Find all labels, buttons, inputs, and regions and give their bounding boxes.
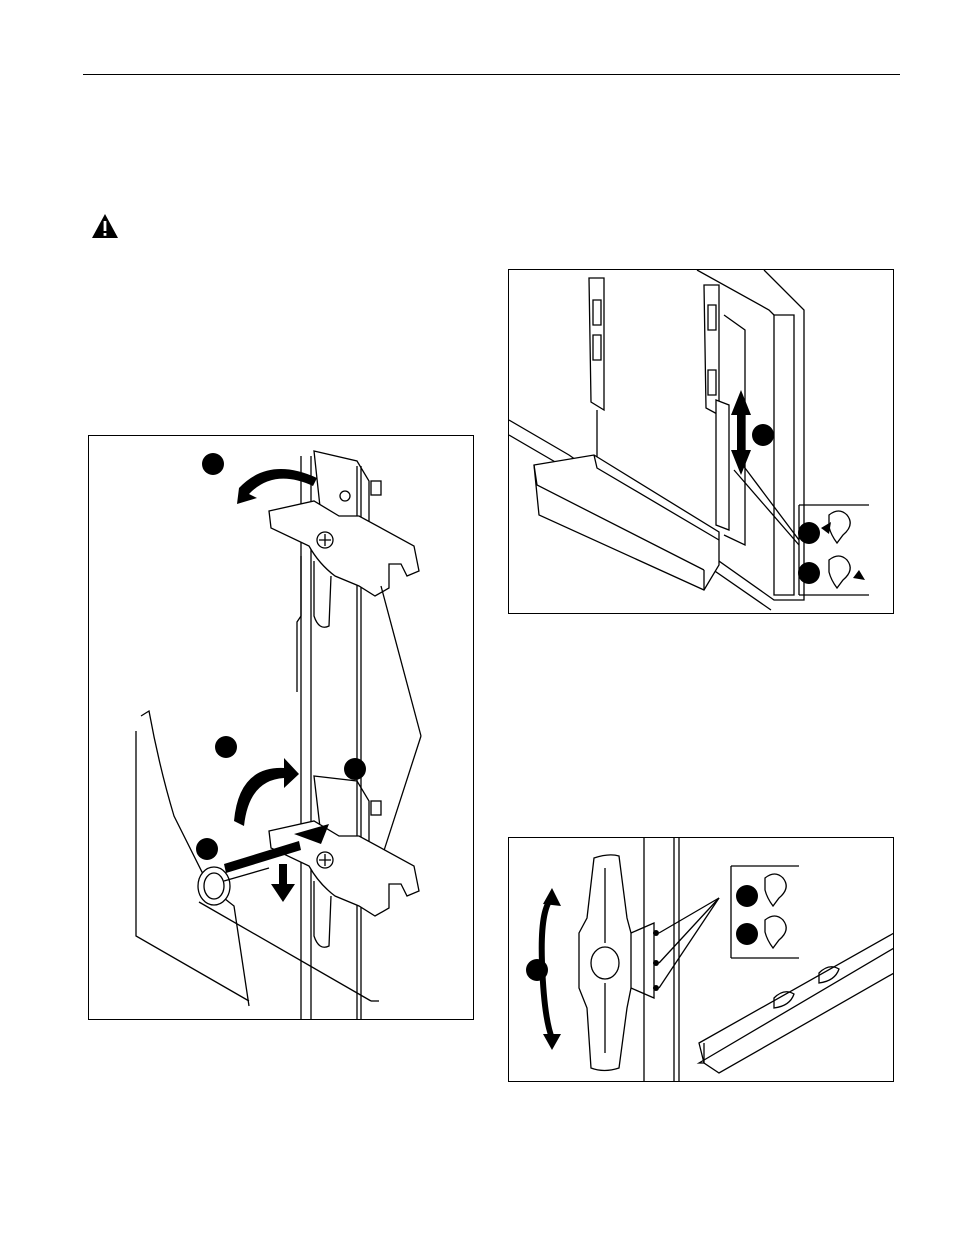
warning-triangle-icon [91,213,119,239]
double-arrow-icon [731,390,751,475]
curved-arrow-cw-icon [234,758,299,826]
speaker-slide-illustration [509,270,894,614]
figure-bracket-install [88,435,474,1020]
figure-speaker-tilt-adjust [508,837,894,1082]
callout-marker-icon [202,453,224,475]
loosen-screw-icon [798,522,820,544]
loosen-screw-icon [736,885,758,907]
tighten-screw-icon [736,923,758,945]
tighten-screw-icon [798,562,820,584]
speaker-tilt-illustration [509,838,894,1082]
bracket-install-illustration [89,436,474,1020]
figure-speaker-slide-adjust [508,269,894,614]
header-rule [83,74,900,75]
curved-arrow-ccw-icon [237,469,317,504]
